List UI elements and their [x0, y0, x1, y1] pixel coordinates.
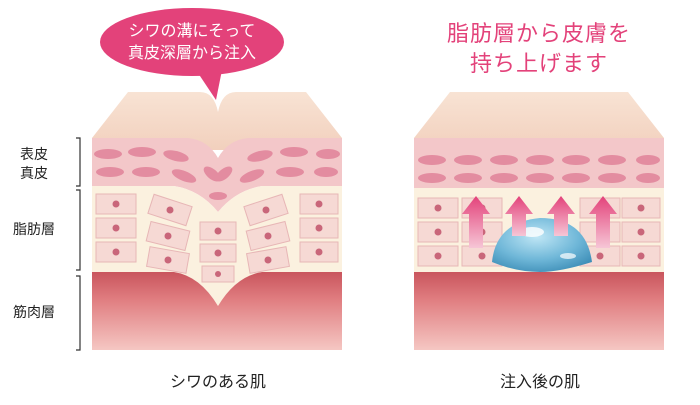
label-dermis: 真皮: [20, 166, 48, 182]
layer-brackets: [76, 137, 81, 351]
left-muscle-layer: [92, 272, 342, 350]
arrow-up-icon: [505, 196, 533, 236]
label-muscle-layer: 筋肉層: [13, 305, 55, 321]
speech-bubble: [100, 8, 284, 100]
right-title-line2: 持ち上げます: [469, 52, 608, 77]
right-caption: 注入後の肌: [499, 372, 580, 391]
arrow-up-icon: [462, 196, 490, 248]
lift-arrows: [462, 196, 617, 248]
label-fat-layer: 脂肪層: [13, 222, 55, 238]
right-title-line1: 脂肪層から皮膚を: [446, 22, 631, 47]
right-epidermis-top: [414, 92, 664, 150]
bubble-text-line1: シワの溝にそって: [128, 21, 256, 40]
arrow-up-icon: [547, 196, 575, 236]
left-caption: シワのある肌: [169, 372, 266, 391]
right-dermis-cells: [418, 155, 660, 183]
right-skin-block: [414, 92, 664, 350]
left-epidermis-top: [92, 92, 342, 150]
bubble-text-line2: 真皮深層から注入: [127, 43, 256, 62]
arrow-up-icon: [589, 196, 617, 248]
label-epidermis: 表皮: [20, 147, 48, 163]
right-muscle-layer: [414, 272, 664, 350]
left-skin-block: [92, 92, 342, 350]
left-dermis-cells: [94, 147, 340, 200]
left-fat-nuclei: [112, 200, 323, 277]
